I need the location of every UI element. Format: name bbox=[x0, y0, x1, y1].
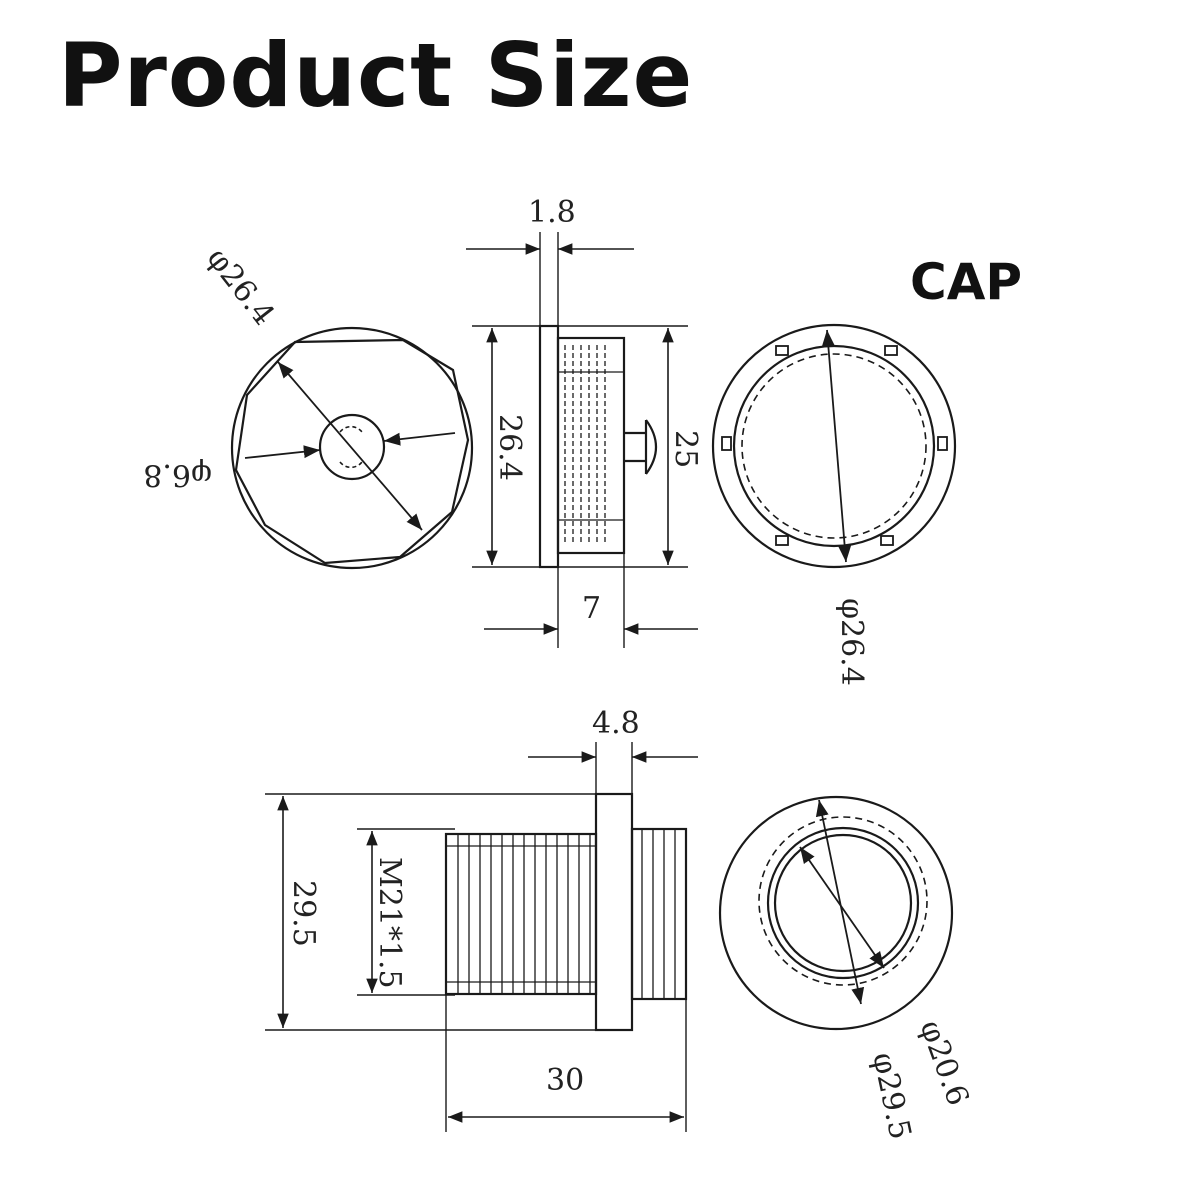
cap-side-length-label: 7 bbox=[582, 591, 601, 626]
cap-side-thread-texture bbox=[564, 345, 606, 545]
top-flange-thickness-label: 1.8 bbox=[528, 195, 576, 230]
body-thread-teeth bbox=[457, 829, 676, 999]
cap-back-slots bbox=[721, 345, 948, 546]
body-side-view bbox=[265, 742, 698, 1132]
ring-inner-dia-label: φ20.6 bbox=[912, 1016, 975, 1110]
cap-back-view bbox=[711, 323, 957, 569]
cap-side-body bbox=[556, 336, 626, 555]
body-thread-right bbox=[630, 827, 688, 1001]
cap-back-dia-line bbox=[821, 329, 852, 563]
cap-front-hole-dia-label: φ6.8 bbox=[143, 457, 212, 492]
cap-front-dia-line bbox=[277, 361, 423, 531]
body-length-label: 30 bbox=[546, 1063, 584, 1098]
cap-side-height-label: 26.4 bbox=[492, 414, 527, 481]
cap-back-inner-circle bbox=[732, 344, 936, 548]
ring-dashed-circle bbox=[758, 816, 928, 986]
ring-inner-circle bbox=[766, 826, 920, 980]
ring-outer-dia-label: φ29.5 bbox=[865, 1049, 917, 1142]
cap-front-hole-line-left bbox=[244, 445, 321, 459]
ring-front-view bbox=[718, 795, 954, 1031]
cap-front-view bbox=[230, 326, 474, 570]
thread-spec-label: M21*1.5 bbox=[372, 857, 407, 989]
flange-thickness-label: 4.8 bbox=[592, 706, 640, 741]
ring-outer-dia-line bbox=[815, 799, 865, 1005]
cap-side-view bbox=[466, 232, 698, 648]
flange-height-label: 29.5 bbox=[286, 880, 321, 947]
ring-outer-circle bbox=[718, 795, 954, 1031]
cap-front-outer-circle bbox=[230, 326, 474, 570]
body-flange bbox=[594, 792, 634, 1032]
cap-side-knob bbox=[645, 419, 658, 475]
cap-front-decagon bbox=[234, 338, 470, 565]
body-thread-left bbox=[444, 832, 598, 996]
cap-back-outer-circle bbox=[711, 323, 957, 569]
cap-side-inner-height-label: 25 bbox=[668, 430, 703, 468]
page-title: Product Size bbox=[58, 24, 694, 127]
cap-label: CAP bbox=[910, 253, 1023, 311]
cap-side-flange bbox=[538, 324, 560, 569]
cap-front-outer-dia-label: φ26.4 bbox=[200, 241, 282, 332]
cap-back-outer-dia-label: φ26.4 bbox=[834, 598, 869, 686]
cap-back-dashed-circle bbox=[741, 353, 927, 539]
ring-inner-circle-2 bbox=[773, 833, 913, 973]
cap-front-hole-line-right bbox=[383, 432, 456, 446]
